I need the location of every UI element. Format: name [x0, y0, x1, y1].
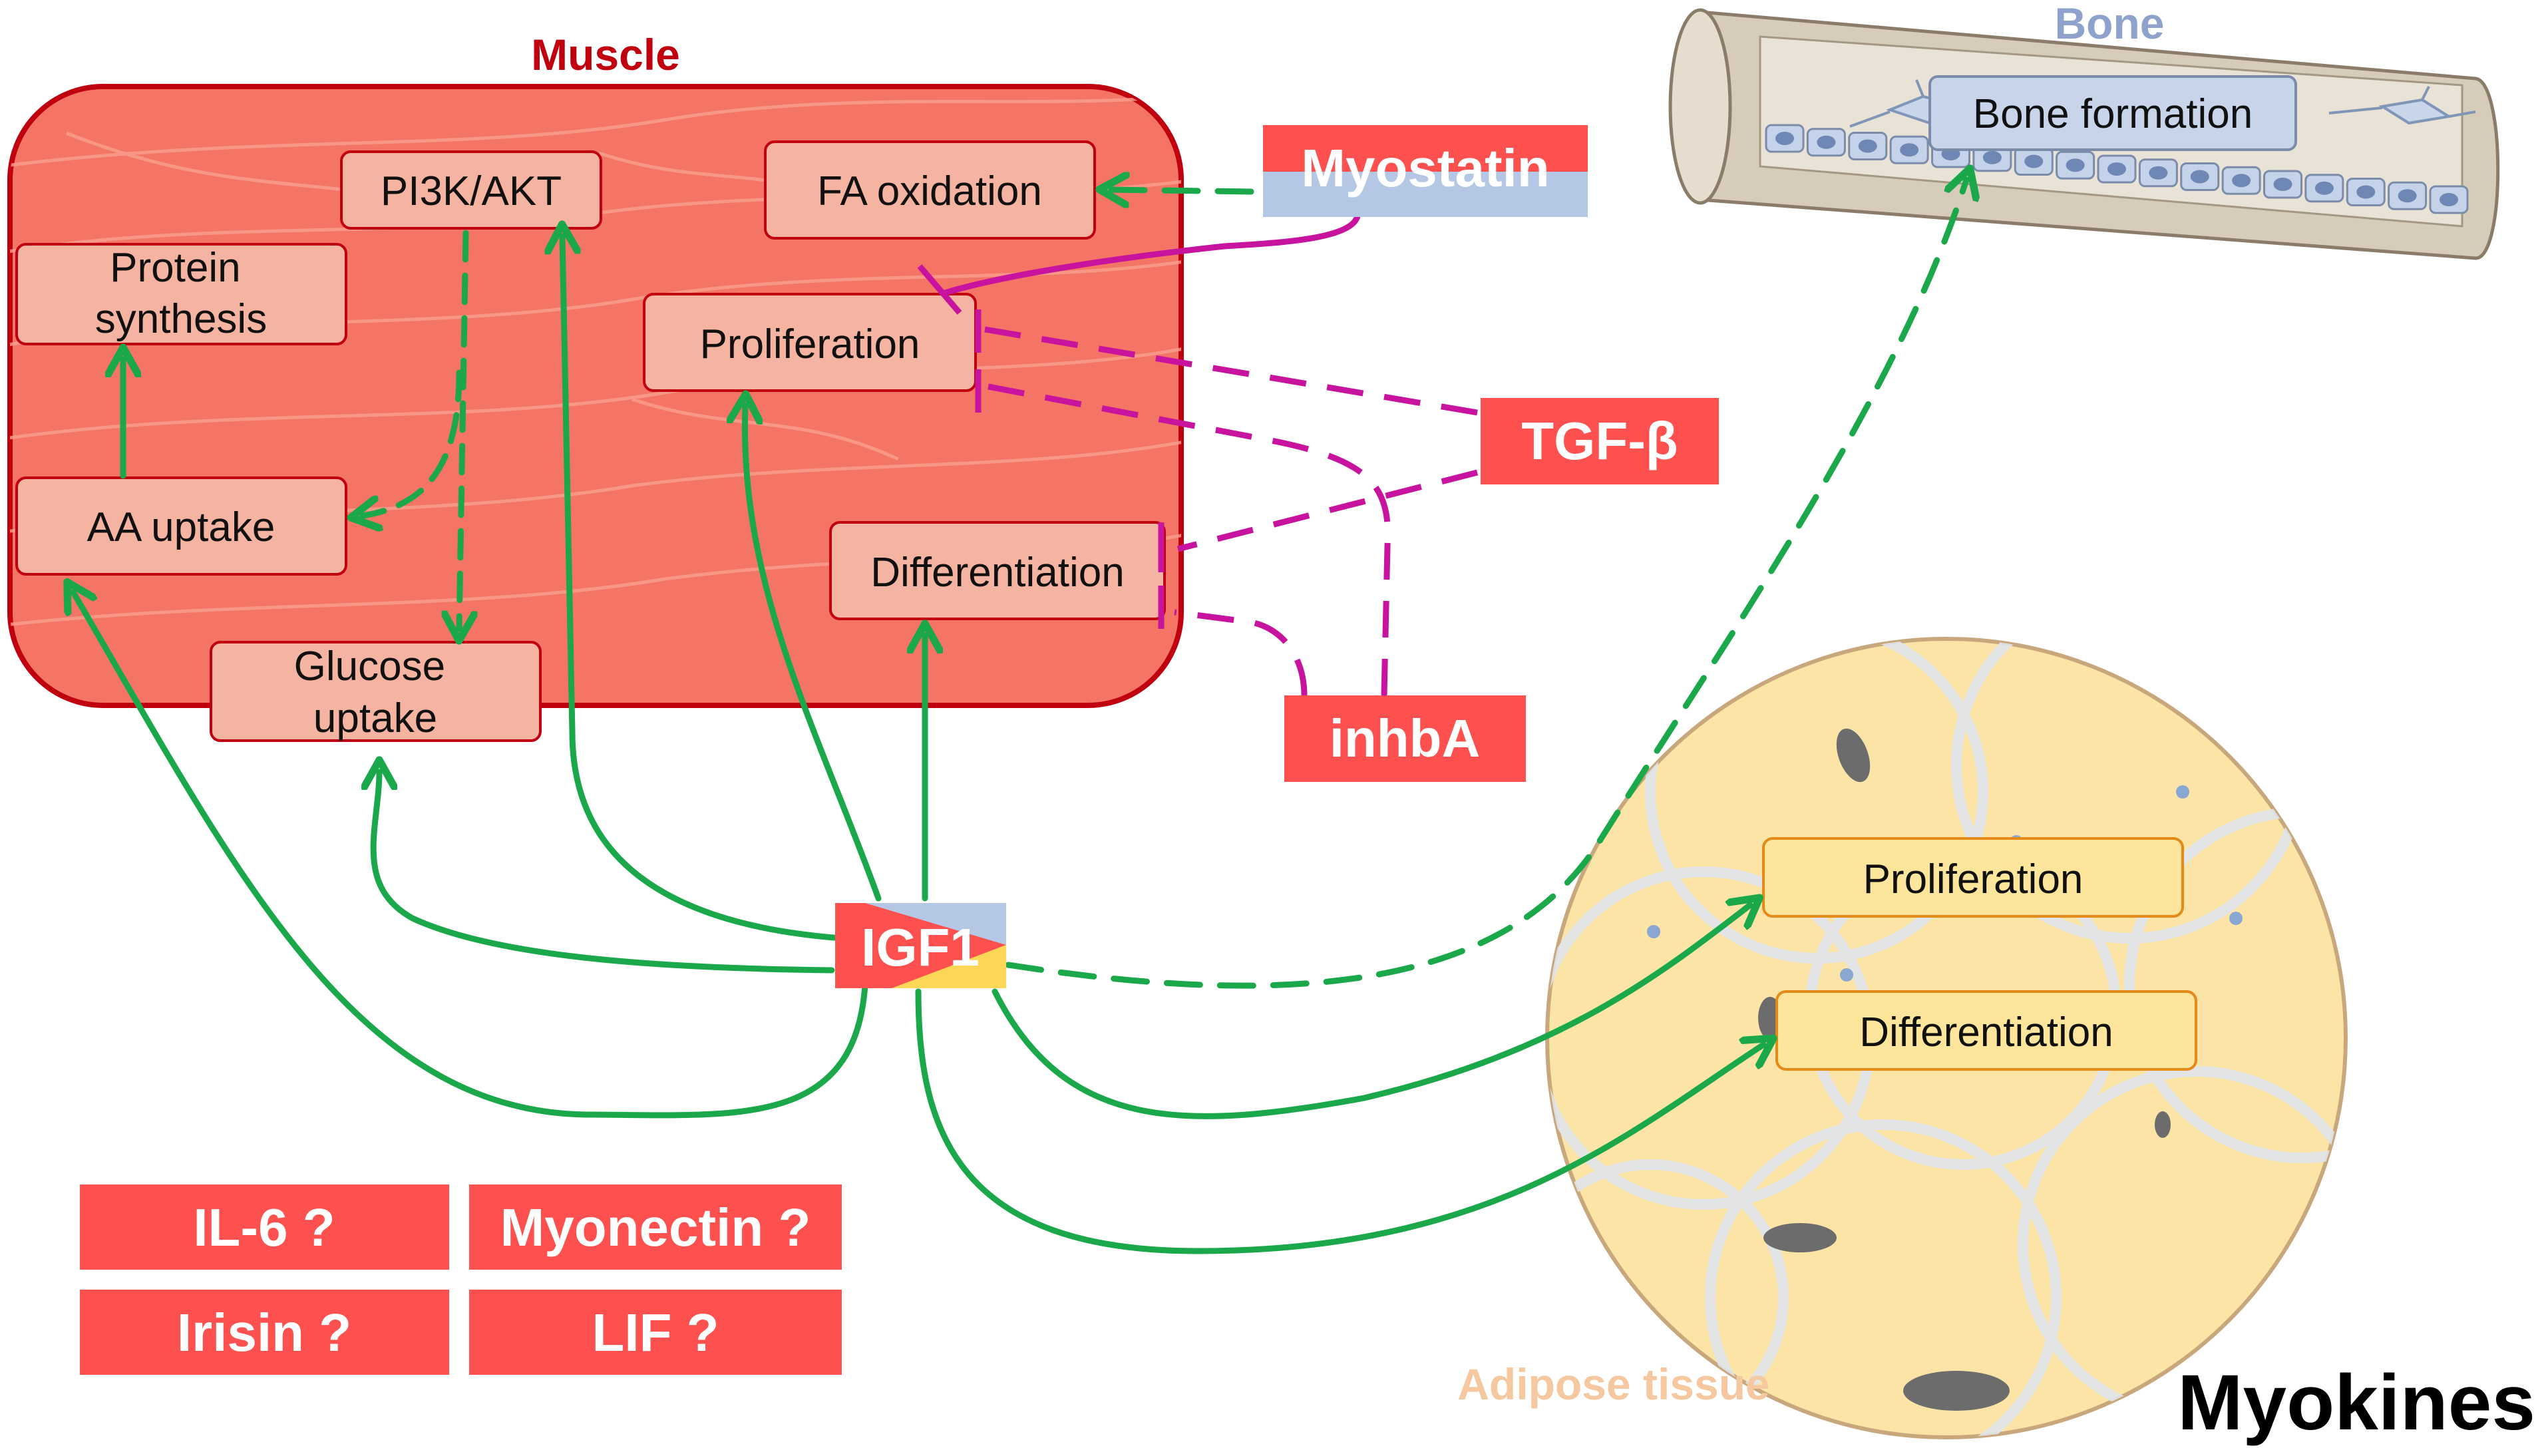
inhba-tag: inhbA	[1284, 695, 1526, 782]
muscle-region: Muscle Protein synthesis PI3K/AKT FA oxi…	[7, 30, 1184, 742]
muscle-title: Muscle	[531, 30, 680, 79]
igf1-to-bone-formation	[1005, 180, 1966, 989]
igf1-to-pi3k	[562, 236, 845, 942]
lif-label: LIF ?	[592, 1303, 719, 1362]
candidate-myokines: IL-6 ? Myonectin ? Irisin ? LIF ?	[80, 1184, 842, 1375]
myostatin-inhibits-proliferation-bar	[917, 264, 962, 315]
il6-tag: IL-6 ?	[80, 1184, 449, 1270]
bone-formation-box	[1928, 75, 2297, 151]
osteoblast-nucleus	[1775, 132, 1794, 145]
osteoblast-nucleus	[1982, 150, 2002, 164]
inhba-inhibits-proliferation	[984, 383, 1391, 696]
figure-title: Myokines	[2177, 1359, 2535, 1447]
aa-uptake-box	[15, 476, 347, 576]
bone-end	[1668, 8, 1732, 205]
glucose-uptake-box	[210, 641, 542, 742]
igf1-to-aa-uptake	[73, 592, 868, 1119]
osteoblast-nucleus	[2024, 154, 2044, 168]
myonectin-label: Myonectin ?	[500, 1198, 811, 1257]
myonectin-tag: Myonectin ?	[469, 1184, 842, 1270]
osteoblast-nucleus	[1858, 139, 1877, 153]
protein-synthesis-label: Protein synthesis	[95, 245, 267, 342]
bone-formation-label: Bone formation	[1973, 91, 2253, 137]
osteoblast-nucleus	[2314, 181, 2334, 195]
irisin-label: Irisin ?	[177, 1303, 351, 1362]
bone-title: Bone	[2055, 0, 2165, 48]
adipose-region: Proliferation Differentiation Adipose ti…	[1457, 637, 2348, 1439]
igf1-to-adipose-proliferation	[992, 905, 1750, 1119]
muscle-proliferation-label: Proliferation	[700, 321, 920, 367]
pi3k-akt-label: PI3K/AKT	[381, 168, 562, 214]
adipose-proliferation-box	[1762, 837, 2184, 918]
osteoblast-nucleus	[2356, 185, 2376, 199]
irisin-tag: Irisin ?	[80, 1290, 449, 1375]
inhibition-edges	[917, 215, 1479, 696]
osteoblast-nucleus	[1817, 135, 1836, 149]
aa-uptake-label: AA uptake	[87, 504, 275, 550]
adipose-title: Adipose tissue	[1457, 1360, 1769, 1409]
igf1-to-adipose-differentiation	[915, 988, 1763, 1254]
myostatin-tag: Myostatin	[1263, 125, 1588, 217]
pi3k-to-glucose-uptake	[459, 230, 466, 629]
osteoblast-nucleus	[2190, 170, 2209, 184]
adipose-proliferation-label: Proliferation	[1863, 856, 2084, 902]
adipose-differentiation-label: Differentiation	[1859, 1009, 2113, 1055]
osteoblast-nucleus	[2440, 193, 2458, 206]
igf1-tag: IGF1	[835, 903, 1006, 988]
osteocyte-cells	[1849, 79, 2476, 128]
fa-oxidation-box	[764, 140, 1096, 240]
igf1-to-glucose-uptake	[373, 772, 835, 974]
bone-region: Bone Bone formation	[1668, 0, 2500, 260]
pi3k-akt-box	[340, 150, 602, 230]
inhibition-bar-icon	[975, 309, 1165, 629]
osteoblast-nucleus	[2149, 166, 2168, 180]
inhba-label: inhbA	[1330, 709, 1481, 768]
lif-tag: LIF ?	[469, 1290, 842, 1375]
myostatin-label: Myostatin	[1301, 138, 1549, 198]
igf1-label: IGF1	[861, 918, 980, 977]
tgf-beta-label: TGF-β	[1521, 411, 1678, 470]
myostatin-to-fa-oxidation	[1111, 190, 1254, 192]
glucose-uptake-label: Glucose uptake	[294, 643, 457, 741]
muscle-differentiation-label: Differentiation	[870, 550, 1124, 596]
osteoblast-nucleus	[1900, 143, 1919, 157]
inhba-inhibits-differentiation	[1174, 609, 1308, 696]
osteoblast-nucleus	[2232, 174, 2251, 188]
myostatin-inhibits-proliferation	[944, 215, 1361, 296]
igf1-to-muscle-proliferation	[745, 406, 882, 902]
protein-synthesis-box	[15, 243, 347, 345]
pi3k-to-aa-uptake	[363, 369, 462, 516]
osteoblast-nucleus	[2107, 162, 2126, 176]
il6-label: IL-6 ?	[193, 1198, 335, 1257]
osteoblast-nucleus	[2398, 189, 2417, 203]
activation-edges	[73, 180, 1966, 1254]
adipose-differentiation-box	[1775, 990, 2197, 1071]
tgf-beta-tag: TGF-β	[1481, 398, 1719, 484]
muscle-differentiation-box	[829, 521, 1166, 620]
fa-oxidation-label: FA oxidation	[817, 168, 1042, 214]
tgfb-inhibits-proliferation	[984, 326, 1478, 416]
tgfb-inhibits-differentiation	[1177, 469, 1479, 552]
osteoblast-nucleus	[2066, 158, 2085, 172]
osteoblast-nucleus	[2273, 178, 2292, 191]
